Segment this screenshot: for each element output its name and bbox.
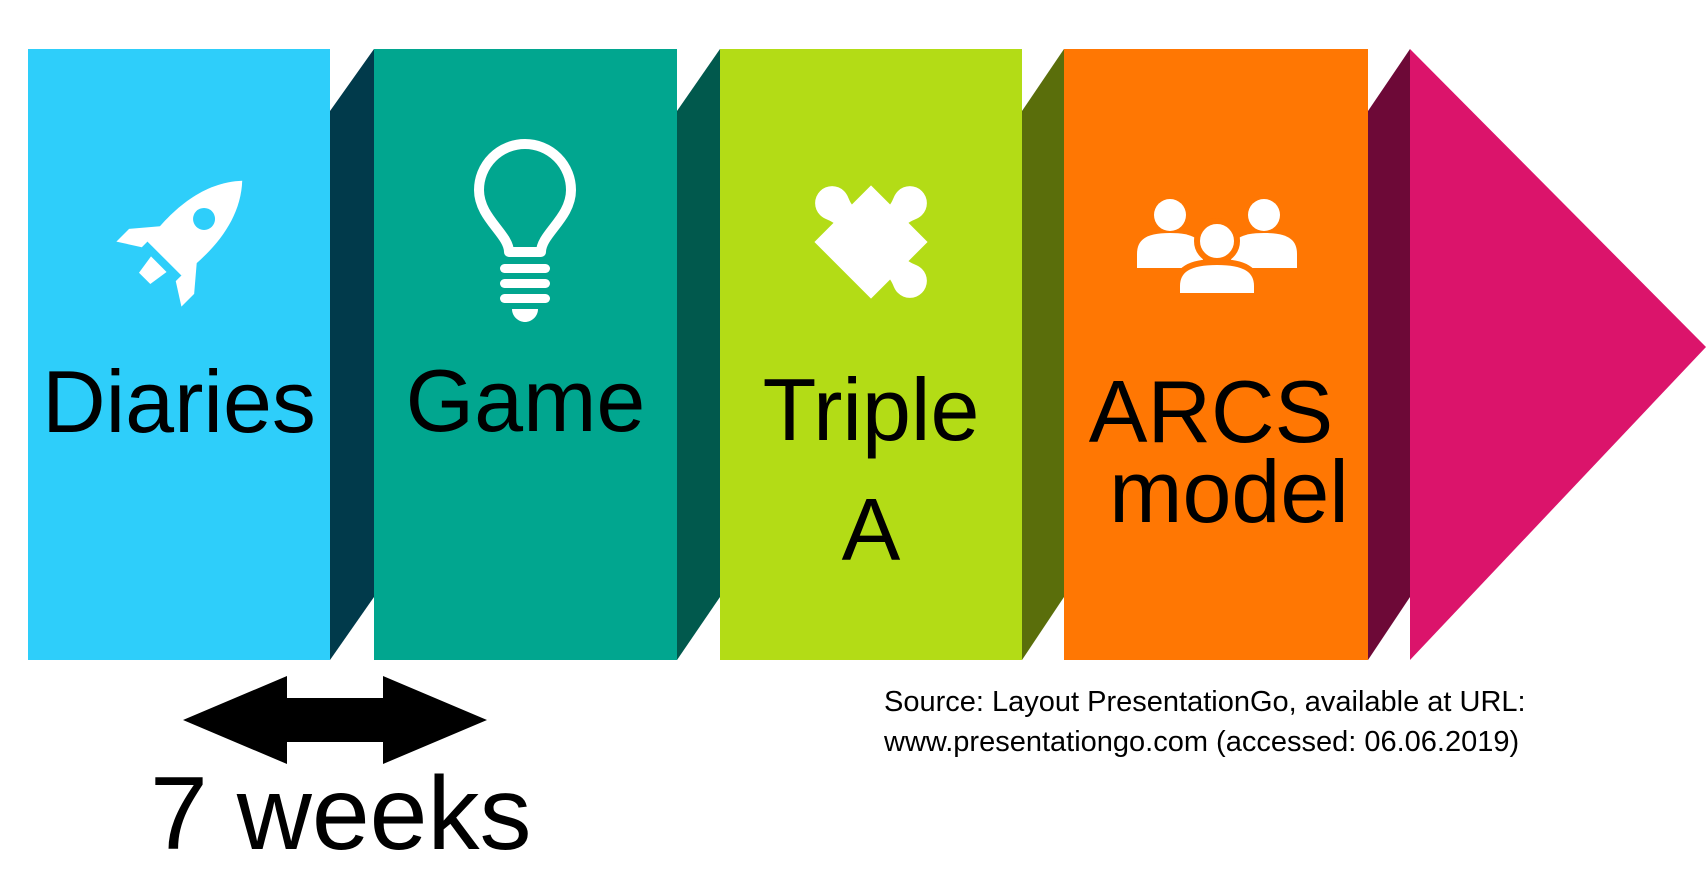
stage-label-arcs-model: ARCS model bbox=[1064, 368, 1368, 541]
source-line: www.presentationgo.com (accessed: 06.06.… bbox=[884, 726, 1520, 758]
source-line: Source: Layout PresentationGo, available… bbox=[884, 686, 1526, 718]
connector-3 bbox=[1022, 49, 1064, 660]
arrow-head bbox=[1410, 49, 1706, 660]
stage-label-line: A bbox=[841, 480, 901, 579]
stage-block-game bbox=[374, 49, 677, 660]
stage-block-triple-a bbox=[720, 49, 1022, 660]
connector-4 bbox=[1368, 49, 1410, 660]
stage-label-game: Game bbox=[405, 351, 646, 450]
lightbulb-icon bbox=[474, 139, 576, 322]
stage-label-triple-a: Triple A bbox=[720, 360, 1022, 579]
stage-label-line: Triple bbox=[762, 360, 980, 459]
rocket-icon bbox=[116, 180, 243, 307]
stage-label-diaries: Diaries bbox=[42, 352, 316, 451]
stage-label-line: ARCS bbox=[1088, 362, 1334, 461]
people-group-icon bbox=[1137, 199, 1297, 299]
source-note: Source: Layout PresentationGo, available… bbox=[884, 682, 1526, 762]
stage-label-line: model bbox=[1109, 442, 1349, 541]
duration-label: 7 weeks bbox=[150, 756, 532, 872]
stage-block-arcs-model bbox=[1064, 49, 1368, 660]
connector-2 bbox=[677, 49, 720, 660]
connector-1 bbox=[330, 49, 374, 660]
stage-block-diaries bbox=[28, 49, 330, 660]
double-headed-arrow-icon bbox=[183, 676, 487, 764]
